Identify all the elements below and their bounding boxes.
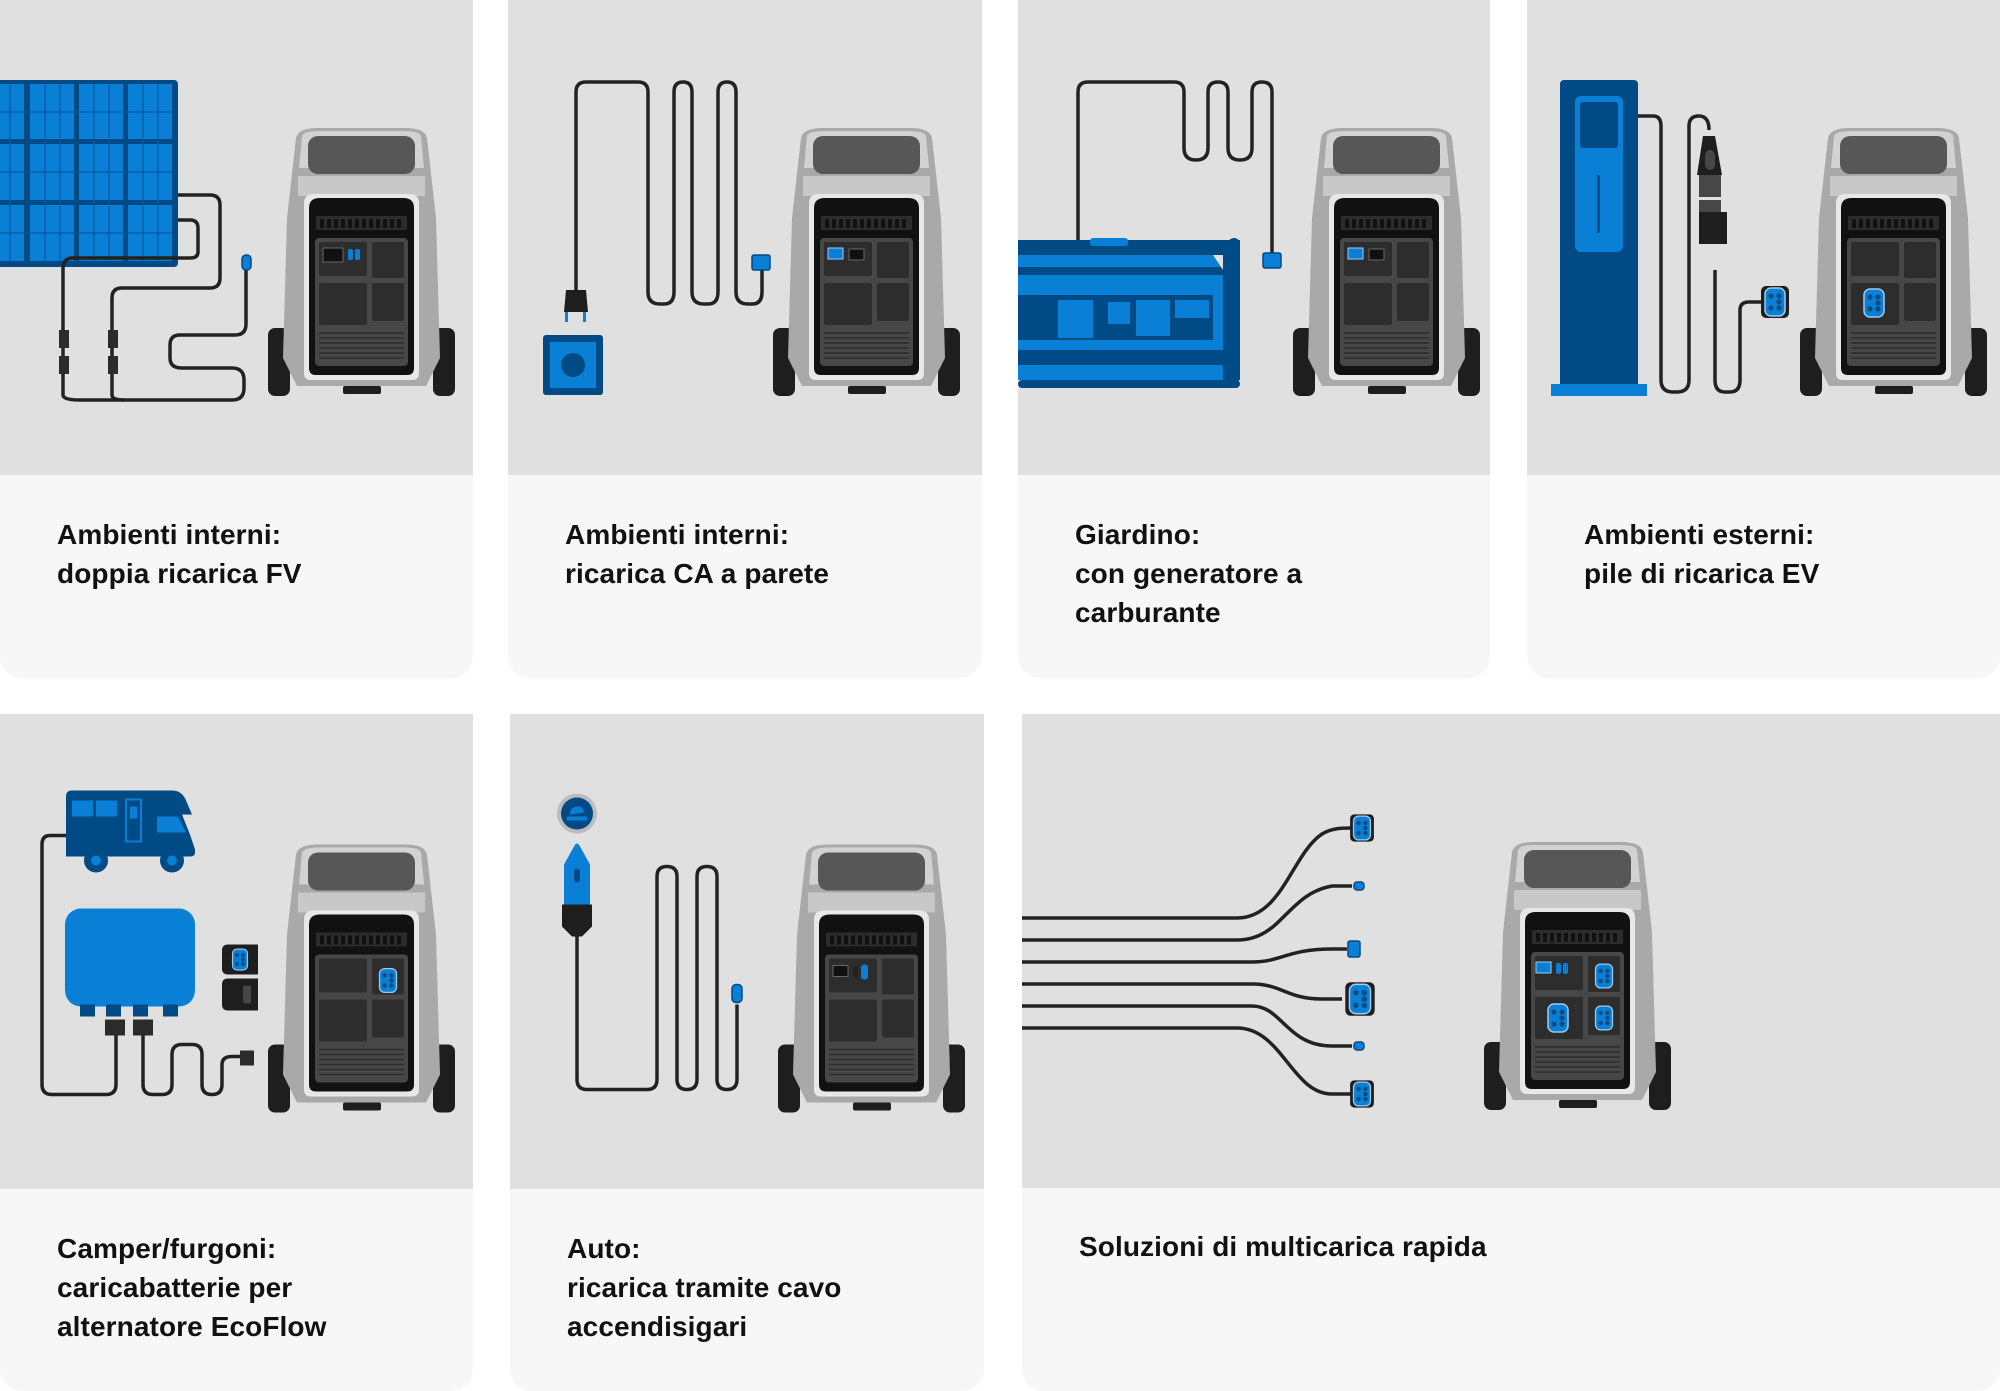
card-illustration [508,0,982,475]
caption-line: con generatore a [1075,558,1303,589]
card-garden-fuel-generator[interactable]: Giardino: con generatore a carburante [1018,0,1490,678]
caption-line: Ambienti esterni: [1584,519,1815,550]
solar-panel-icon [0,80,456,402]
card-illustration [0,0,473,475]
card-rv-alternator-charger[interactable]: Camper/furgoni: caricabatterie per alter… [0,714,473,1391]
card-illustration [0,714,473,1189]
wall-outlet-icon [543,80,961,397]
caption-line: Soluzioni di multicarica rapida [1079,1231,1487,1262]
card-caption: Giardino: con generatore a carburante [1075,515,1470,632]
card-caption: Ambienti interni: ricarica CA a parete [565,515,962,593]
card-indoor-ac-wall[interactable]: Ambienti interni: ricarica CA a parete [508,0,982,678]
card-illustration [510,714,984,1189]
multi-cable-icon [1022,714,1672,1111]
card-outdoor-ev-charging[interactable]: Ambienti esterni: pile di ricarica EV [1527,0,2000,678]
caption-line: doppia ricarica FV [57,558,302,589]
caption-line: accendisigari [567,1311,748,1342]
card-indoor-dual-pv[interactable]: Ambienti interni: doppia ricarica FV [0,0,473,678]
caption-line: alternatore EcoFlow [57,1311,327,1342]
caption-line: caricabatterie per [57,1272,293,1303]
caption-line: ricarica tramite cavo [567,1272,842,1303]
caption-line: ricarica CA a parete [565,558,829,589]
card-illustration [1022,714,2000,1188]
ev-charging-pile-icon [1551,80,1988,397]
card-caption: Auto: ricarica tramite cavo accendisigar… [567,1229,964,1346]
card-caption: Ambienti esterni: pile di ricarica EV [1584,515,1980,593]
camper-van-icon [40,790,456,1114]
card-caption: Camper/furgoni: caricabatterie per alter… [57,1229,453,1346]
card-caption: Ambienti interni: doppia ricarica FV [57,515,453,593]
card-fast-multi-charge[interactable]: Soluzioni di multicarica rapida [1022,714,2000,1391]
card-illustration [1527,0,2000,475]
caption-line: pile di ricarica EV [1584,558,1820,589]
card-caption: Soluzioni di multicarica rapida [1079,1227,1980,1266]
caption-line: carburante [1075,597,1221,628]
caption-line: Ambienti interni: [565,519,790,550]
caption-line: Ambienti interni: [57,519,282,550]
caption-line: Giardino: [1075,519,1201,550]
card-car-cigarette-lighter[interactable]: Auto: ricarica tramite cavo accendisigar… [510,714,984,1391]
car-lighter-plug-icon [557,793,966,1114]
caption-line: Camper/furgoni: [57,1233,277,1264]
card-illustration [1018,0,1490,475]
fuel-generator-icon [1018,80,1481,397]
caption-line: Auto: [567,1233,641,1264]
